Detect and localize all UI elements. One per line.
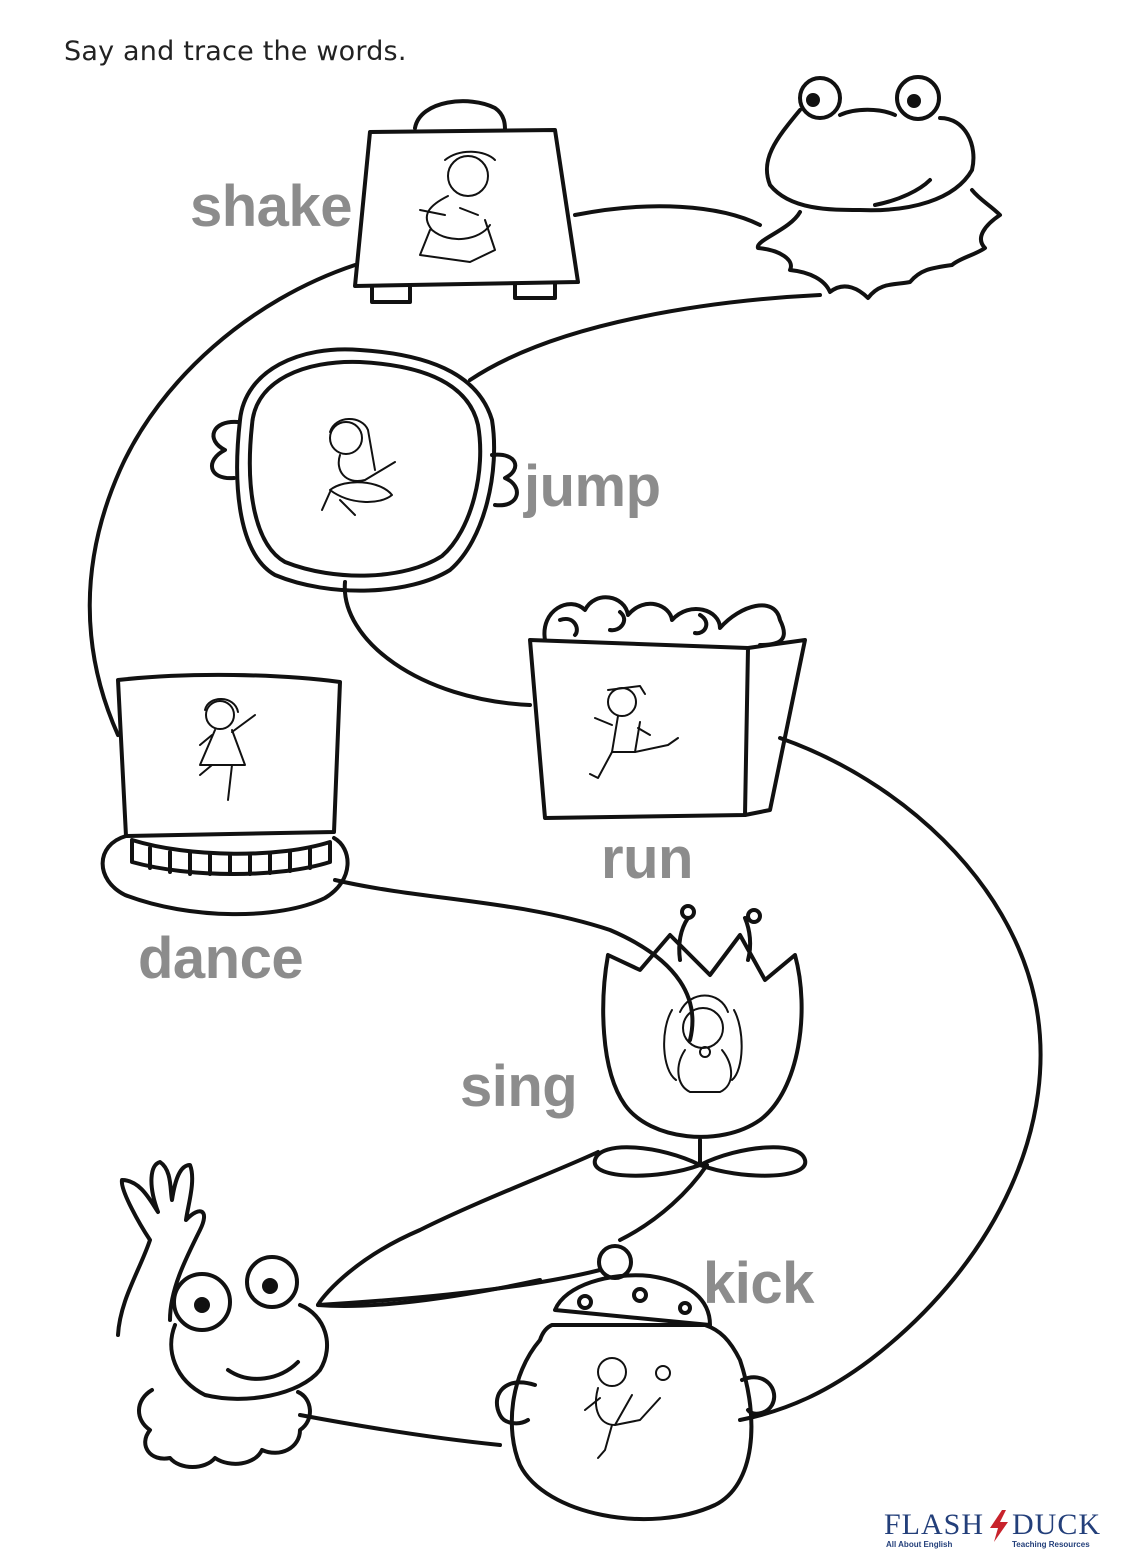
logo-duck-text: DUCK xyxy=(1012,1508,1102,1541)
word-run: run xyxy=(601,826,693,891)
jump-child-icon xyxy=(321,418,396,516)
instruction-text: Say and trace the words. xyxy=(64,36,407,67)
word-kick: kick xyxy=(703,1251,814,1316)
run-child-icon xyxy=(589,685,679,779)
jump-mirror-icon xyxy=(209,347,519,593)
flash-duck-logo: FLASH DUCK All About English Teaching Re… xyxy=(884,1508,1114,1552)
logo-tagline-right: Teaching Resources xyxy=(1012,1540,1090,1549)
logo-tagline-left: All About English xyxy=(886,1540,953,1549)
lightning-bolt-icon xyxy=(990,1510,1008,1542)
kick-jar-icon xyxy=(494,1244,777,1522)
run-popcorn-icon xyxy=(528,595,807,820)
road-inner-edge xyxy=(342,293,1043,1422)
shake-box-icon xyxy=(353,99,580,304)
sing-tulip-icon xyxy=(592,904,808,1178)
road-outer-edge xyxy=(87,204,762,1308)
sing-child-icon xyxy=(663,994,743,1093)
word-jump: jump xyxy=(524,454,661,519)
dance-hat-icon xyxy=(100,672,350,917)
road-lower-curve xyxy=(298,1268,602,1447)
logo-flash-text: FLASH xyxy=(884,1508,985,1541)
word-dance: dance xyxy=(138,926,304,991)
shake-child-icon xyxy=(419,150,496,263)
word-shake: shake xyxy=(190,174,352,239)
kick-child-icon xyxy=(584,1357,671,1459)
word-sing: sing xyxy=(460,1054,578,1119)
dance-child-icon xyxy=(199,698,256,801)
bottom-frog-icon xyxy=(116,1160,330,1469)
top-frog-icon xyxy=(756,75,1002,300)
